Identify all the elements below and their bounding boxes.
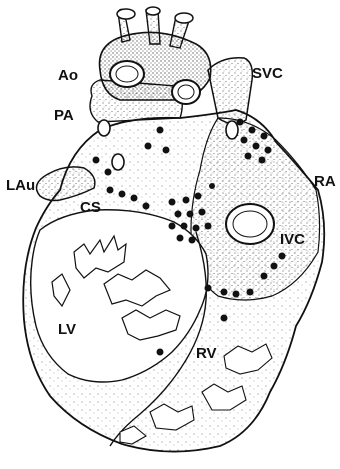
label-ao: Ao (58, 67, 78, 84)
pulmonary-vein-opening (98, 120, 110, 136)
coronary-sinus-opening (112, 154, 124, 170)
label-pa: PA (54, 107, 74, 124)
label-ivc: IVC (280, 231, 305, 248)
label-cs: CS (80, 199, 101, 216)
label-rv: RV (196, 345, 217, 362)
pa-opening (172, 80, 200, 104)
label-svc: SVC (252, 65, 283, 82)
pulmonary-artery (90, 80, 182, 122)
label-lau: LAu (6, 177, 35, 194)
aorta-opening (110, 61, 144, 87)
svc-opening (226, 121, 238, 139)
label-lv: LV (58, 321, 76, 338)
label-ra: RA (314, 173, 336, 190)
